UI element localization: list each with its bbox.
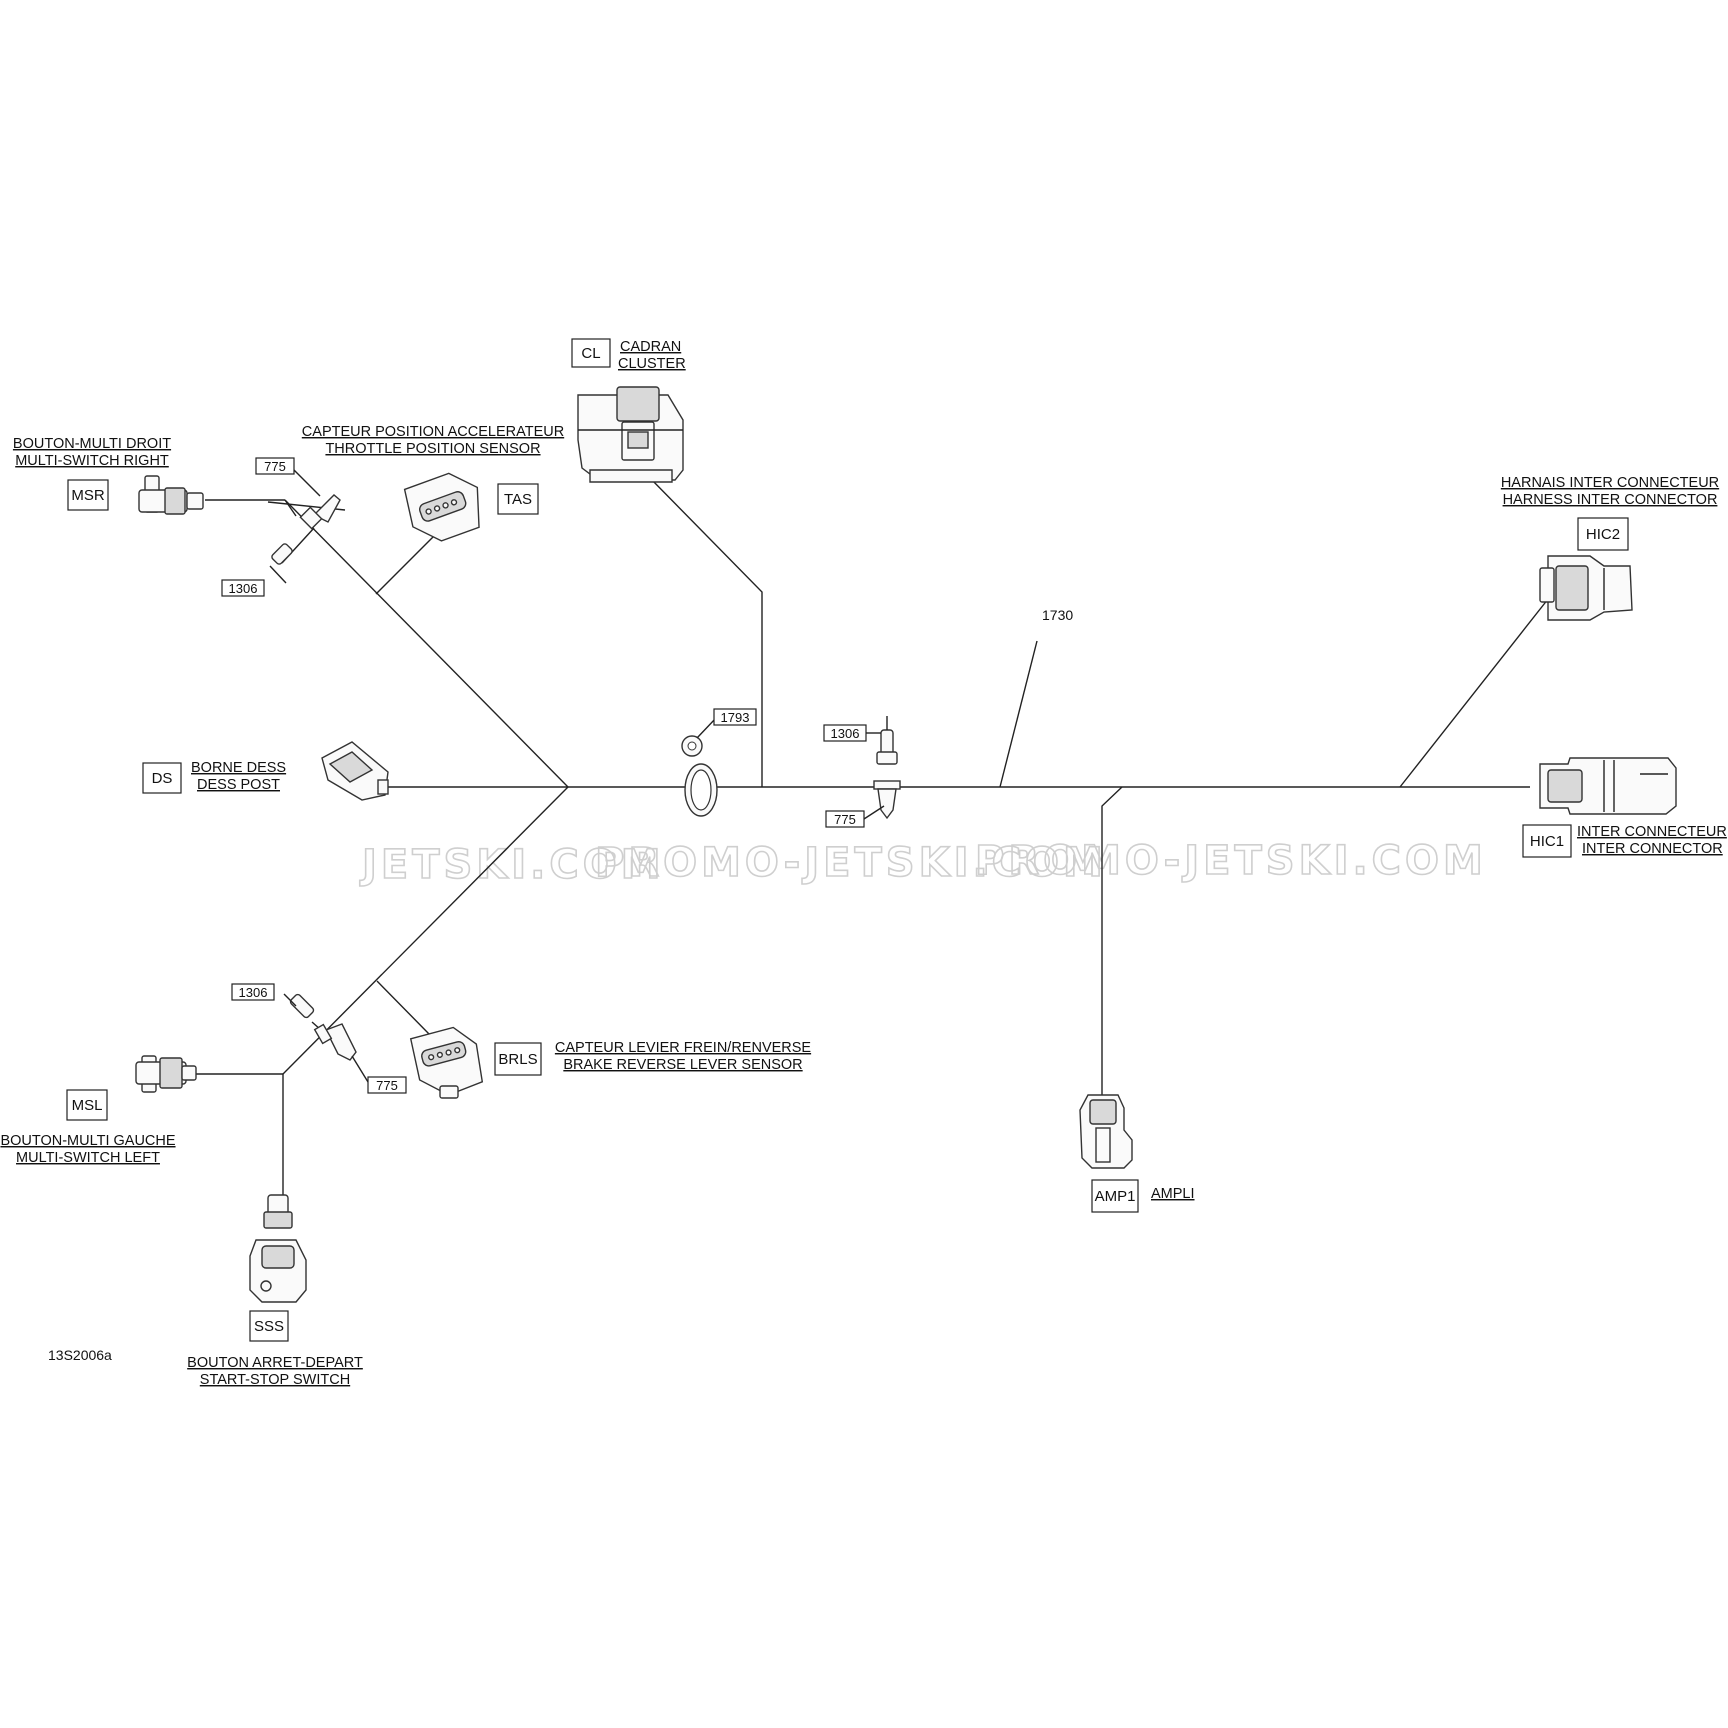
code-box-sss <box>249 1310 289 1342</box>
code-tas: TAS <box>504 491 532 508</box>
code-ds: DS <box>152 770 173 787</box>
push-pin-fastener-bottom <box>313 1023 357 1061</box>
label-tas-fr: CAPTEUR POSITION ACCELERATEUR <box>302 424 564 440</box>
branch-wire-tas <box>375 531 439 595</box>
code-box-msl <box>66 1089 108 1121</box>
push-pin-fastener-top <box>267 494 346 530</box>
harness-ref-leader <box>999 640 1038 788</box>
code-box-msr <box>67 479 109 511</box>
label-amp1: AMPLI <box>1151 1186 1195 1202</box>
cluster-connector[interactable] <box>577 386 684 483</box>
watermark: JETSKI.COM PROMO-JETSKI.COM PROMO-JETSKI… <box>358 837 1487 889</box>
cable-tie-top <box>269 499 315 584</box>
ref-775-top: 775 <box>264 459 286 474</box>
label-msl-en: MULTI-SWITCH LEFT <box>16 1150 160 1166</box>
label-hic1-en: INTER CONNECTOR <box>1582 841 1723 857</box>
code-box-hic1 <box>1522 824 1572 858</box>
ref-775-bottom: 775 <box>376 1078 398 1093</box>
code-msl: MSL <box>72 1097 103 1114</box>
code-sss: SSS <box>254 1318 284 1335</box>
code-brls: BRLS <box>498 1051 537 1068</box>
start-stop-switch[interactable] <box>249 1194 307 1303</box>
code-box-brls <box>494 1042 542 1076</box>
ref-1793: 1793 <box>721 710 750 725</box>
label-brls-en: BRAKE REVERSE LEVER SENSOR <box>563 1057 802 1073</box>
amplifier-connector[interactable] <box>1079 1094 1133 1169</box>
watermark-text-2: PROMO-JETSKI.COM <box>595 840 1107 886</box>
code-amp1: AMP1 <box>1095 1188 1136 1205</box>
harness-wires <box>195 477 1553 1195</box>
branch-wire-brls <box>376 980 431 1036</box>
label-hic1-fr: INTER CONNECTEUR <box>1577 824 1727 840</box>
ref-1306-bottom: 1306 <box>239 985 268 1000</box>
cable-tie-middle <box>876 716 898 765</box>
label-tas-en: THROTTLE POSITION SENSOR <box>325 441 540 457</box>
ref-775-mid: 775 <box>834 812 856 827</box>
label-msr-en: MULTI-SWITCH RIGHT <box>15 453 169 469</box>
harness-inter-connector-2[interactable] <box>1539 555 1633 621</box>
code-hic1: HIC1 <box>1530 833 1564 850</box>
code-msr: MSR <box>71 487 105 504</box>
code-box-tas <box>497 483 539 515</box>
code-box-amp1 <box>1091 1179 1139 1213</box>
code-boxes: CL MSR TAS DS HIC2 HIC1 BRLS MSL AMP1 SS… <box>66 338 1629 1342</box>
code-box-hic2 <box>1577 517 1629 551</box>
multi-switch-right-connector[interactable] <box>138 475 204 515</box>
branch-wire-lower <box>282 786 569 1075</box>
label-cl-en: CLUSTER <box>618 356 686 372</box>
multi-switch-left-connector[interactable] <box>135 1055 197 1093</box>
label-cl-fr: CADRAN <box>620 339 681 355</box>
push-pin-fastener-middle <box>873 780 901 820</box>
ref-1306-mid: 1306 <box>831 726 860 741</box>
harness-ref-1730: 1730 <box>1042 607 1073 623</box>
label-ds-en: DESS POST <box>197 777 280 793</box>
dess-post-connector[interactable] <box>321 741 389 801</box>
branch-wire-cl <box>649 477 763 787</box>
code-box-ds <box>142 762 182 794</box>
inter-connector-1[interactable] <box>1539 757 1677 815</box>
label-msr-fr: BOUTON-MULTI DROIT <box>13 436 171 452</box>
ref-1306-top: 1306 <box>229 581 258 596</box>
branch-wire-amp <box>1101 786 1123 1095</box>
label-ds-fr: BORNE DESS <box>191 760 286 776</box>
code-cl: CL <box>581 345 600 362</box>
code-hic2: HIC2 <box>1586 526 1620 543</box>
label-msl-fr: BOUTON-MULTI GAUCHE <box>0 1133 175 1149</box>
code-box-cl <box>571 338 611 368</box>
hose-clamp-1793 <box>681 717 718 817</box>
branch-wire-msr <box>284 499 569 788</box>
drawing-code: 13S2006a <box>48 1347 112 1363</box>
reference-boxes: 775 1306 1793 1306 775 1306 775 1730 <box>221 457 1073 1094</box>
branch-wire-hic2 <box>1399 593 1553 788</box>
brake-lever-sensor-connector[interactable] <box>409 1023 487 1101</box>
component-labels: CADRAN CLUSTER BOUTON-MULTI DROIT MULTI-… <box>0 339 1726 1388</box>
watermark-text-1: JETSKI.COM <box>359 842 665 888</box>
watermark-text-3: PROMO-JETSKI.COM <box>975 838 1487 884</box>
label-sss-en: START-STOP SWITCH <box>200 1372 350 1388</box>
label-brls-fr: CAPTEUR LEVIER FREIN/RENVERSE <box>555 1040 812 1056</box>
label-hic2-en: HARNESS INTER CONNECTOR <box>1503 492 1718 508</box>
throttle-sensor-connector[interactable] <box>400 466 490 549</box>
label-hic2-fr: HARNAIS INTER CONNECTEUR <box>1501 475 1719 491</box>
label-sss-fr: BOUTON ARRET-DEPART <box>187 1355 363 1371</box>
